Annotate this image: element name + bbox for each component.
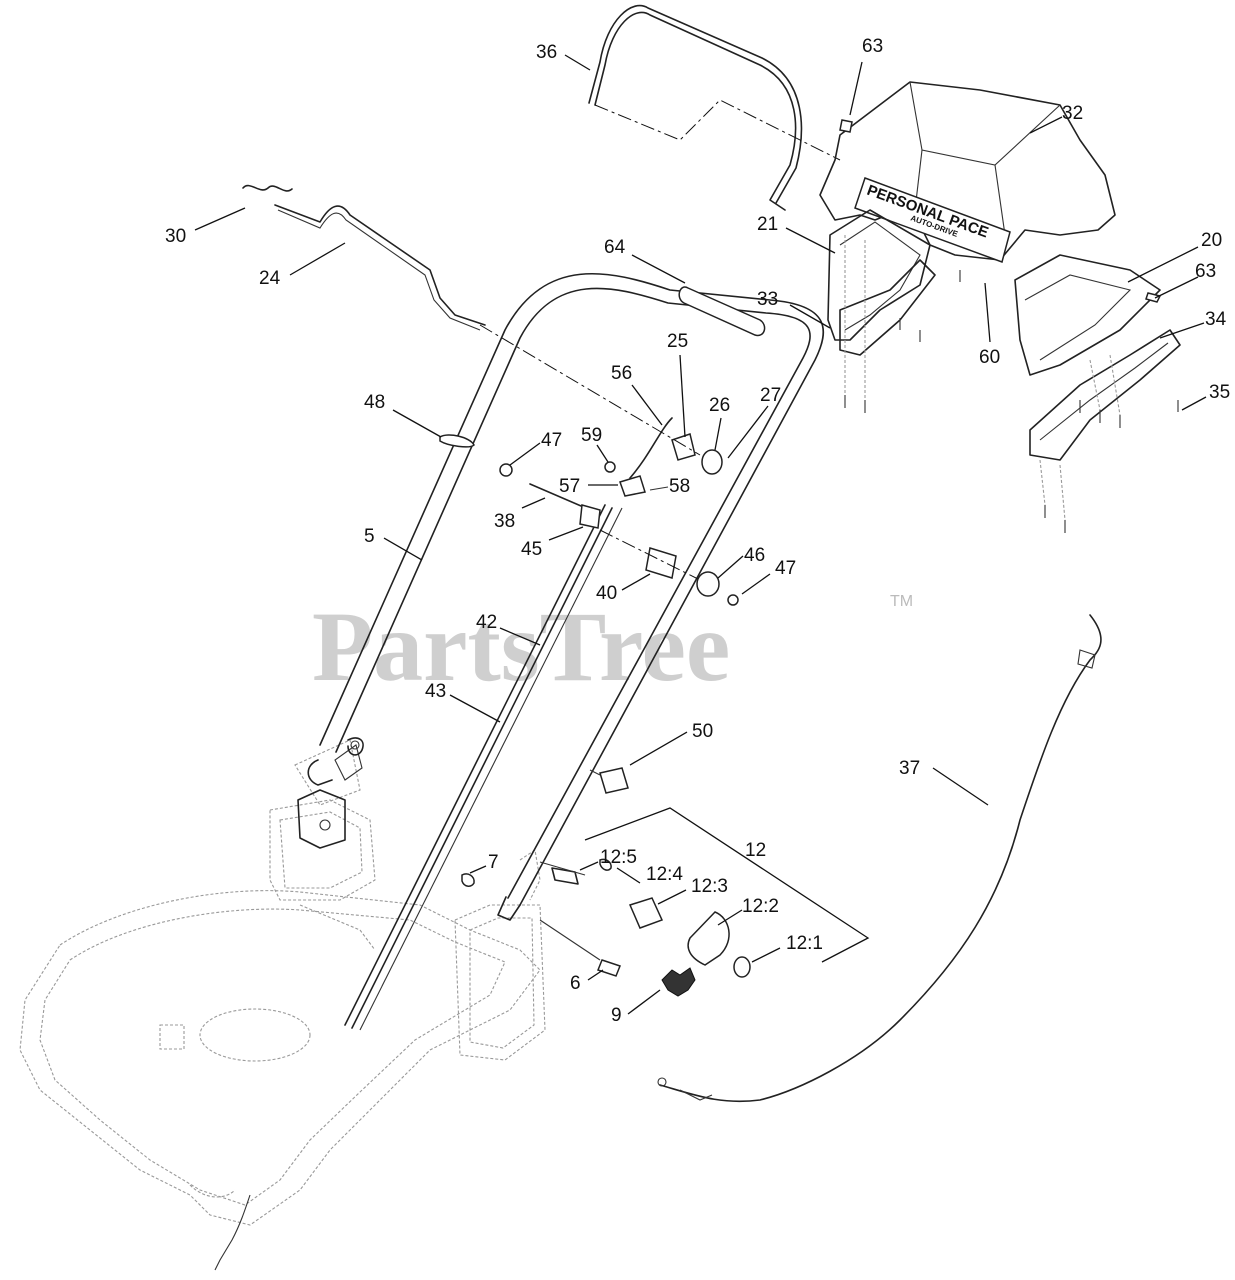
callout-34: 34 <box>1205 309 1227 330</box>
callout-35: 35 <box>1209 382 1230 403</box>
callout-21: 21 <box>757 214 778 235</box>
handle-hardware <box>439 286 766 794</box>
callout-59: 59 <box>581 425 602 446</box>
callout-56: 56 <box>611 363 632 384</box>
callout-32: 32 <box>1062 103 1083 124</box>
callout-20: 20 <box>1201 230 1222 251</box>
callout-43: 43 <box>425 681 446 702</box>
callout-38: 38 <box>494 511 515 532</box>
lower-cable-end <box>214 1194 251 1271</box>
callout-37: 37 <box>899 758 920 779</box>
callout-26: 26 <box>709 395 730 416</box>
watermark-text: PartsTree <box>312 591 730 702</box>
callout-47-right: 47 <box>775 558 796 579</box>
drive-cable <box>657 614 1102 1103</box>
watermark-trademark: TM <box>890 593 913 610</box>
callout-6: 6 <box>570 973 581 994</box>
callout-30: 30 <box>165 226 186 247</box>
callout-12-4: 12:4 <box>646 864 683 885</box>
callout-64: 64 <box>604 237 626 258</box>
callout-63-top: 63 <box>862 36 883 57</box>
callout-7: 7 <box>488 852 499 873</box>
callout-12-2: 12:2 <box>742 896 779 917</box>
leader-lines <box>194 54 1207 1015</box>
callout-45: 45 <box>521 539 542 560</box>
console: PERSONAL PACE AUTO-DRIVE <box>819 81 1181 533</box>
control-rod <box>242 184 486 331</box>
lower-handle <box>297 273 825 921</box>
callout-63-right: 63 <box>1195 261 1216 282</box>
callout-60: 60 <box>979 347 1000 368</box>
callout-25: 25 <box>667 331 688 352</box>
callout-40: 40 <box>596 583 617 604</box>
callout-labels: 36 63 32 30 24 64 21 20 63 33 60 34 25 5… <box>165 36 1230 1026</box>
bail <box>588 4 841 211</box>
callout-12: 12 <box>745 840 766 861</box>
cable-rods <box>344 504 623 1031</box>
callout-5: 5 <box>364 526 375 547</box>
callout-33: 33 <box>757 289 778 310</box>
callout-46: 46 <box>744 545 765 566</box>
mower-deck <box>19 739 546 1226</box>
callout-12-3: 12:3 <box>691 876 728 897</box>
callout-42: 42 <box>476 612 497 633</box>
callout-9: 9 <box>611 1005 622 1026</box>
callout-12-5: 12:5 <box>600 847 637 868</box>
pins <box>839 119 1162 303</box>
callout-27: 27 <box>760 385 781 406</box>
callout-12-1: 12:1 <box>786 933 823 954</box>
callout-58: 58 <box>669 476 690 497</box>
callout-47-left: 47 <box>541 430 562 451</box>
callout-48: 48 <box>364 392 385 413</box>
callout-24: 24 <box>259 268 281 289</box>
callout-50: 50 <box>692 721 713 742</box>
callout-36: 36 <box>536 42 557 63</box>
callout-57: 57 <box>559 476 580 497</box>
alignment-line-24 <box>479 324 701 456</box>
